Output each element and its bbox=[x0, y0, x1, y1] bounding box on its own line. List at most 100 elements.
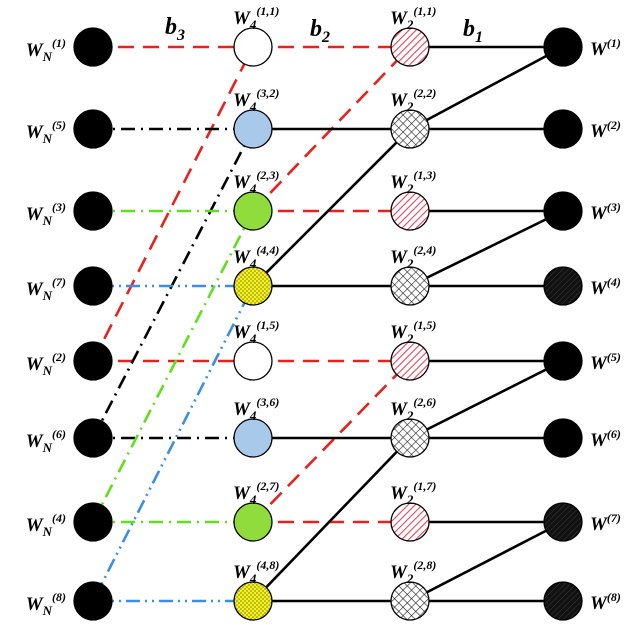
node-stage2-1 bbox=[390, 27, 430, 67]
node-label-stage4-8: W4(4,8) bbox=[233, 558, 279, 586]
node-label-stage4-4: W4(4,4) bbox=[233, 243, 279, 271]
node-label-stage2-2: W2(2,2) bbox=[390, 86, 436, 114]
node-label-stage4-7: W4(2,7) bbox=[233, 479, 279, 507]
node-label-stage4-3: W4(2,3) bbox=[233, 168, 279, 196]
label-sup: (5) bbox=[52, 118, 66, 132]
node-stage2-2 bbox=[390, 109, 430, 149]
label-base: W bbox=[390, 322, 408, 343]
label-base: W bbox=[233, 399, 251, 420]
node-output-3 bbox=[543, 191, 583, 231]
label-sup: (2,8) bbox=[413, 558, 436, 572]
label-sub: 2 bbox=[406, 331, 414, 346]
node-output-4 bbox=[543, 266, 583, 306]
label-sup: (4,4) bbox=[256, 243, 279, 257]
node-stage4-6 bbox=[233, 418, 273, 458]
label-sup: (6) bbox=[52, 427, 66, 441]
label-sub: 2 bbox=[406, 181, 414, 196]
stage-label-1: b1 bbox=[463, 16, 483, 46]
label-base: W bbox=[233, 247, 251, 268]
node-label-stage4-1: W4(1,1) bbox=[233, 4, 279, 32]
label-sub: 2 bbox=[406, 17, 414, 32]
label-base: W bbox=[590, 353, 608, 374]
node-input-2 bbox=[73, 109, 113, 149]
label-base: W bbox=[233, 322, 251, 343]
edge-stage2-1-to-output-0 bbox=[409, 45, 564, 131]
label-base: W bbox=[26, 122, 44, 143]
label-sup: (6) bbox=[607, 427, 621, 441]
label-sup: (2,6) bbox=[413, 395, 436, 409]
label-base: W bbox=[26, 279, 44, 300]
node-label-stage2-3: W2(1,3) bbox=[390, 168, 436, 196]
node-stage4-2 bbox=[233, 109, 273, 149]
label-base: W bbox=[390, 90, 408, 111]
label-sup: (2) bbox=[607, 118, 621, 132]
node-label-input-7: WN(4) bbox=[26, 511, 66, 539]
node-input-8 bbox=[73, 581, 113, 621]
node-stage4-3 bbox=[233, 191, 273, 231]
edge-stage4-6-to-stage2-4 bbox=[252, 360, 411, 523]
label-sub: 4 bbox=[249, 408, 257, 423]
node-label-output-7: W(7) bbox=[590, 511, 621, 535]
node-label-output-8: W(8) bbox=[590, 590, 621, 614]
node-stage2-5 bbox=[390, 341, 430, 381]
node-input-5 bbox=[73, 341, 113, 381]
edge-input-7-to-stage4-3 bbox=[91, 285, 255, 602]
label-sub: N bbox=[42, 524, 53, 539]
node-input-3 bbox=[73, 191, 113, 231]
node-stage4-5 bbox=[233, 341, 273, 381]
label-sup: (1,3) bbox=[413, 168, 436, 182]
node-input-4 bbox=[73, 266, 113, 306]
node-label-output-5: W(5) bbox=[590, 350, 621, 374]
node-label-stage4-6: W4(3,6) bbox=[233, 395, 279, 423]
label-sub: N bbox=[42, 440, 53, 455]
label-sup: (4,8) bbox=[256, 558, 279, 572]
label-sup: (3,2) bbox=[256, 86, 279, 100]
node-stage4-7 bbox=[233, 502, 273, 542]
node-output-1 bbox=[543, 27, 583, 67]
node-stage2-4 bbox=[390, 266, 430, 306]
label-base: W bbox=[390, 247, 408, 268]
label-base: W bbox=[590, 430, 608, 451]
label-sub: N bbox=[42, 213, 53, 228]
node-label-stage4-5: W4(1,5) bbox=[233, 318, 279, 346]
edge-input-4-to-stage4-0 bbox=[91, 46, 255, 362]
label-sup: (3) bbox=[607, 200, 621, 214]
node-label-stage4-2: W4(3,2) bbox=[233, 86, 279, 114]
node-output-7 bbox=[543, 502, 583, 542]
node-input-1 bbox=[73, 27, 113, 67]
stage-label-base: b bbox=[310, 16, 322, 42]
label-base: W bbox=[26, 204, 44, 225]
label-sub: 2 bbox=[406, 408, 414, 423]
node-stage2-7 bbox=[390, 502, 430, 542]
stage-label-sub: 2 bbox=[321, 29, 330, 46]
label-base: W bbox=[390, 483, 408, 504]
label-base: W bbox=[390, 172, 408, 193]
node-output-8 bbox=[543, 581, 583, 621]
node-input-6 bbox=[73, 418, 113, 458]
label-base: W bbox=[590, 203, 608, 224]
label-sub: N bbox=[42, 288, 53, 303]
label-sub: 2 bbox=[406, 492, 414, 507]
label-sub: N bbox=[42, 603, 53, 618]
label-sup: (4) bbox=[607, 275, 621, 289]
node-label-input-4: WN(7) bbox=[26, 275, 66, 303]
label-sup: (1,1) bbox=[413, 4, 436, 18]
label-sup: (1) bbox=[52, 36, 66, 50]
label-sup: (1,7) bbox=[413, 479, 436, 493]
nodes-layer bbox=[73, 27, 583, 621]
label-sub: 4 bbox=[249, 181, 257, 196]
label-sup: (7) bbox=[607, 511, 621, 525]
label-sub: 4 bbox=[249, 492, 257, 507]
label-sub: N bbox=[42, 49, 53, 64]
node-label-input-3: WN(3) bbox=[26, 200, 66, 228]
edge-stage4-7-to-stage2-5 bbox=[252, 437, 411, 602]
label-sup: (2,7) bbox=[256, 479, 279, 493]
label-sup: (8) bbox=[52, 590, 66, 604]
label-sub: N bbox=[42, 131, 53, 146]
edge-input-6-to-stage4-2 bbox=[91, 210, 255, 523]
stage-label-3: b3 bbox=[165, 14, 185, 44]
label-base: W bbox=[590, 121, 608, 142]
label-sup: (8) bbox=[607, 590, 621, 604]
label-sub: N bbox=[42, 363, 53, 378]
label-sup: (1,5) bbox=[413, 318, 436, 332]
